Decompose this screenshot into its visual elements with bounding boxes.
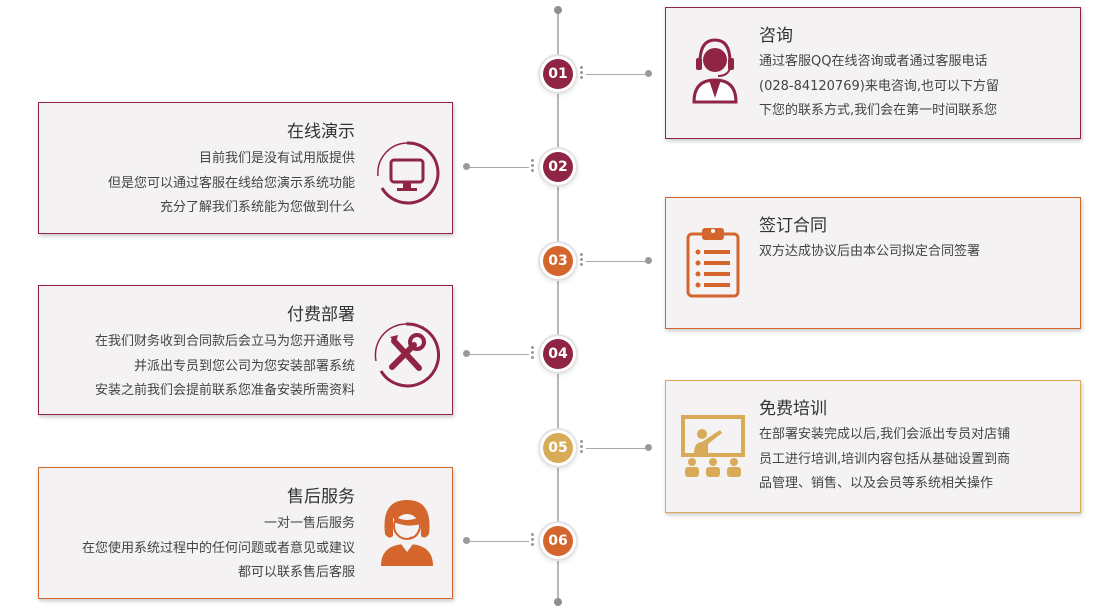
connector-line: [586, 261, 648, 262]
step-card-training: 免费培训 在部署安装完成以后,我们会派出专员对店铺 员工进行培训,培训内容包括从…: [665, 380, 1081, 513]
step-title: 付费部署: [287, 305, 355, 325]
step-badge-03: 03: [543, 246, 573, 276]
step-badge-05: 05: [543, 433, 573, 463]
step-text-line: 都可以联系售后客服: [237, 565, 355, 580]
connector-dot: [463, 350, 470, 357]
step-card-demo: 在线演示 目前我们是没有试用版提供 但是您可以通过客服在线给您演示系统功能 充分…: [38, 102, 453, 234]
step-text-line: 下您的联系方式,我们会在第一时间联系您: [759, 103, 998, 118]
step-badge-01: 01: [543, 59, 573, 89]
step-text-line: 目前我们是没有试用版提供: [198, 151, 355, 166]
step-title: 咨询: [759, 26, 793, 46]
step-title: 在线演示: [287, 122, 355, 142]
step-badge-04: 04: [543, 339, 573, 369]
connector-dots: [531, 531, 535, 548]
step-text-line: 双方达成协议后由本公司拟定合同签署: [759, 244, 981, 259]
step-text-line: (028-84120769)来电咨询,也可以下方留: [759, 78, 999, 94]
connector-line: [586, 74, 648, 75]
tools-icon: [374, 322, 440, 388]
connector-dots: [580, 64, 584, 81]
step-text-line: 充分了解我们系统能为您做到什么: [159, 200, 355, 215]
connector-dots: [531, 344, 535, 361]
step-title: 售后服务: [287, 487, 355, 507]
step-badge-02: 02: [543, 152, 573, 182]
step-text-line: 一对一售后服务: [263, 516, 355, 531]
customer-service-icon: [692, 38, 738, 104]
step-text-line: 在您使用系统过程中的任何问题或者意见或建议: [81, 540, 355, 556]
timeline-axis: [557, 10, 559, 604]
connector-dots: [580, 251, 584, 268]
connector-dots: [531, 157, 535, 174]
training-icon: [681, 415, 745, 477]
connector-dot: [645, 70, 652, 77]
connector-line: [467, 354, 529, 355]
step-text-line: 但是您可以通过客服在线给您演示系统功能: [107, 175, 355, 191]
step-title: 签订合同: [759, 216, 827, 236]
timeline-end-dot: [554, 598, 562, 606]
monitor-icon: [377, 141, 440, 205]
connector-dot: [645, 444, 652, 451]
timeline-start-dot: [554, 6, 562, 14]
support-agent-icon: [381, 500, 433, 566]
step-card-deploy: 付费部署 在我们财务收到合同款后会立马为您开通账号 并派出专员到您公司为您安装部…: [38, 285, 453, 415]
connector-dot: [463, 537, 470, 544]
connector-line: [586, 448, 648, 449]
step-text-line: 通过客服QQ在线咨询或者通过客服电话: [759, 54, 988, 69]
step-text-line: 并派出专员到您公司为您安装部署系统: [133, 358, 355, 374]
connector-dot: [645, 257, 652, 264]
step-text-line: 品管理、销售、以及会员等系统相关操作: [759, 476, 994, 491]
connector-line: [467, 167, 529, 168]
step-text-line: 在我们财务收到合同款后会立马为您开通账号: [94, 334, 355, 349]
step-title: 免费培训: [759, 399, 827, 419]
step-card-contract: 签订合同 双方达成协议后由本公司拟定合同签署: [665, 197, 1081, 329]
step-text-line: 在部署安装完成以后,我们会派出专员对店铺: [759, 427, 1011, 442]
step-text-line: 安装之前我们会提前联系您准备安装所需资料: [94, 383, 355, 398]
connector-line: [467, 541, 529, 542]
clipboard-icon: [686, 228, 740, 298]
step-badge-06: 06: [543, 526, 573, 556]
connector-dot: [463, 163, 470, 170]
connector-dots: [580, 438, 584, 455]
step-card-consult: 咨询 通过客服QQ在线咨询或者通过客服电话 (028-84120769)来电咨询…: [665, 7, 1081, 139]
step-text-line: 员工进行培训,培训内容包括从基础设置到商: [759, 451, 1011, 467]
step-card-after-sales: 售后服务 一对一售后服务 在您使用系统过程中的任何问题或者意见或建议 都可以联系…: [38, 467, 453, 599]
